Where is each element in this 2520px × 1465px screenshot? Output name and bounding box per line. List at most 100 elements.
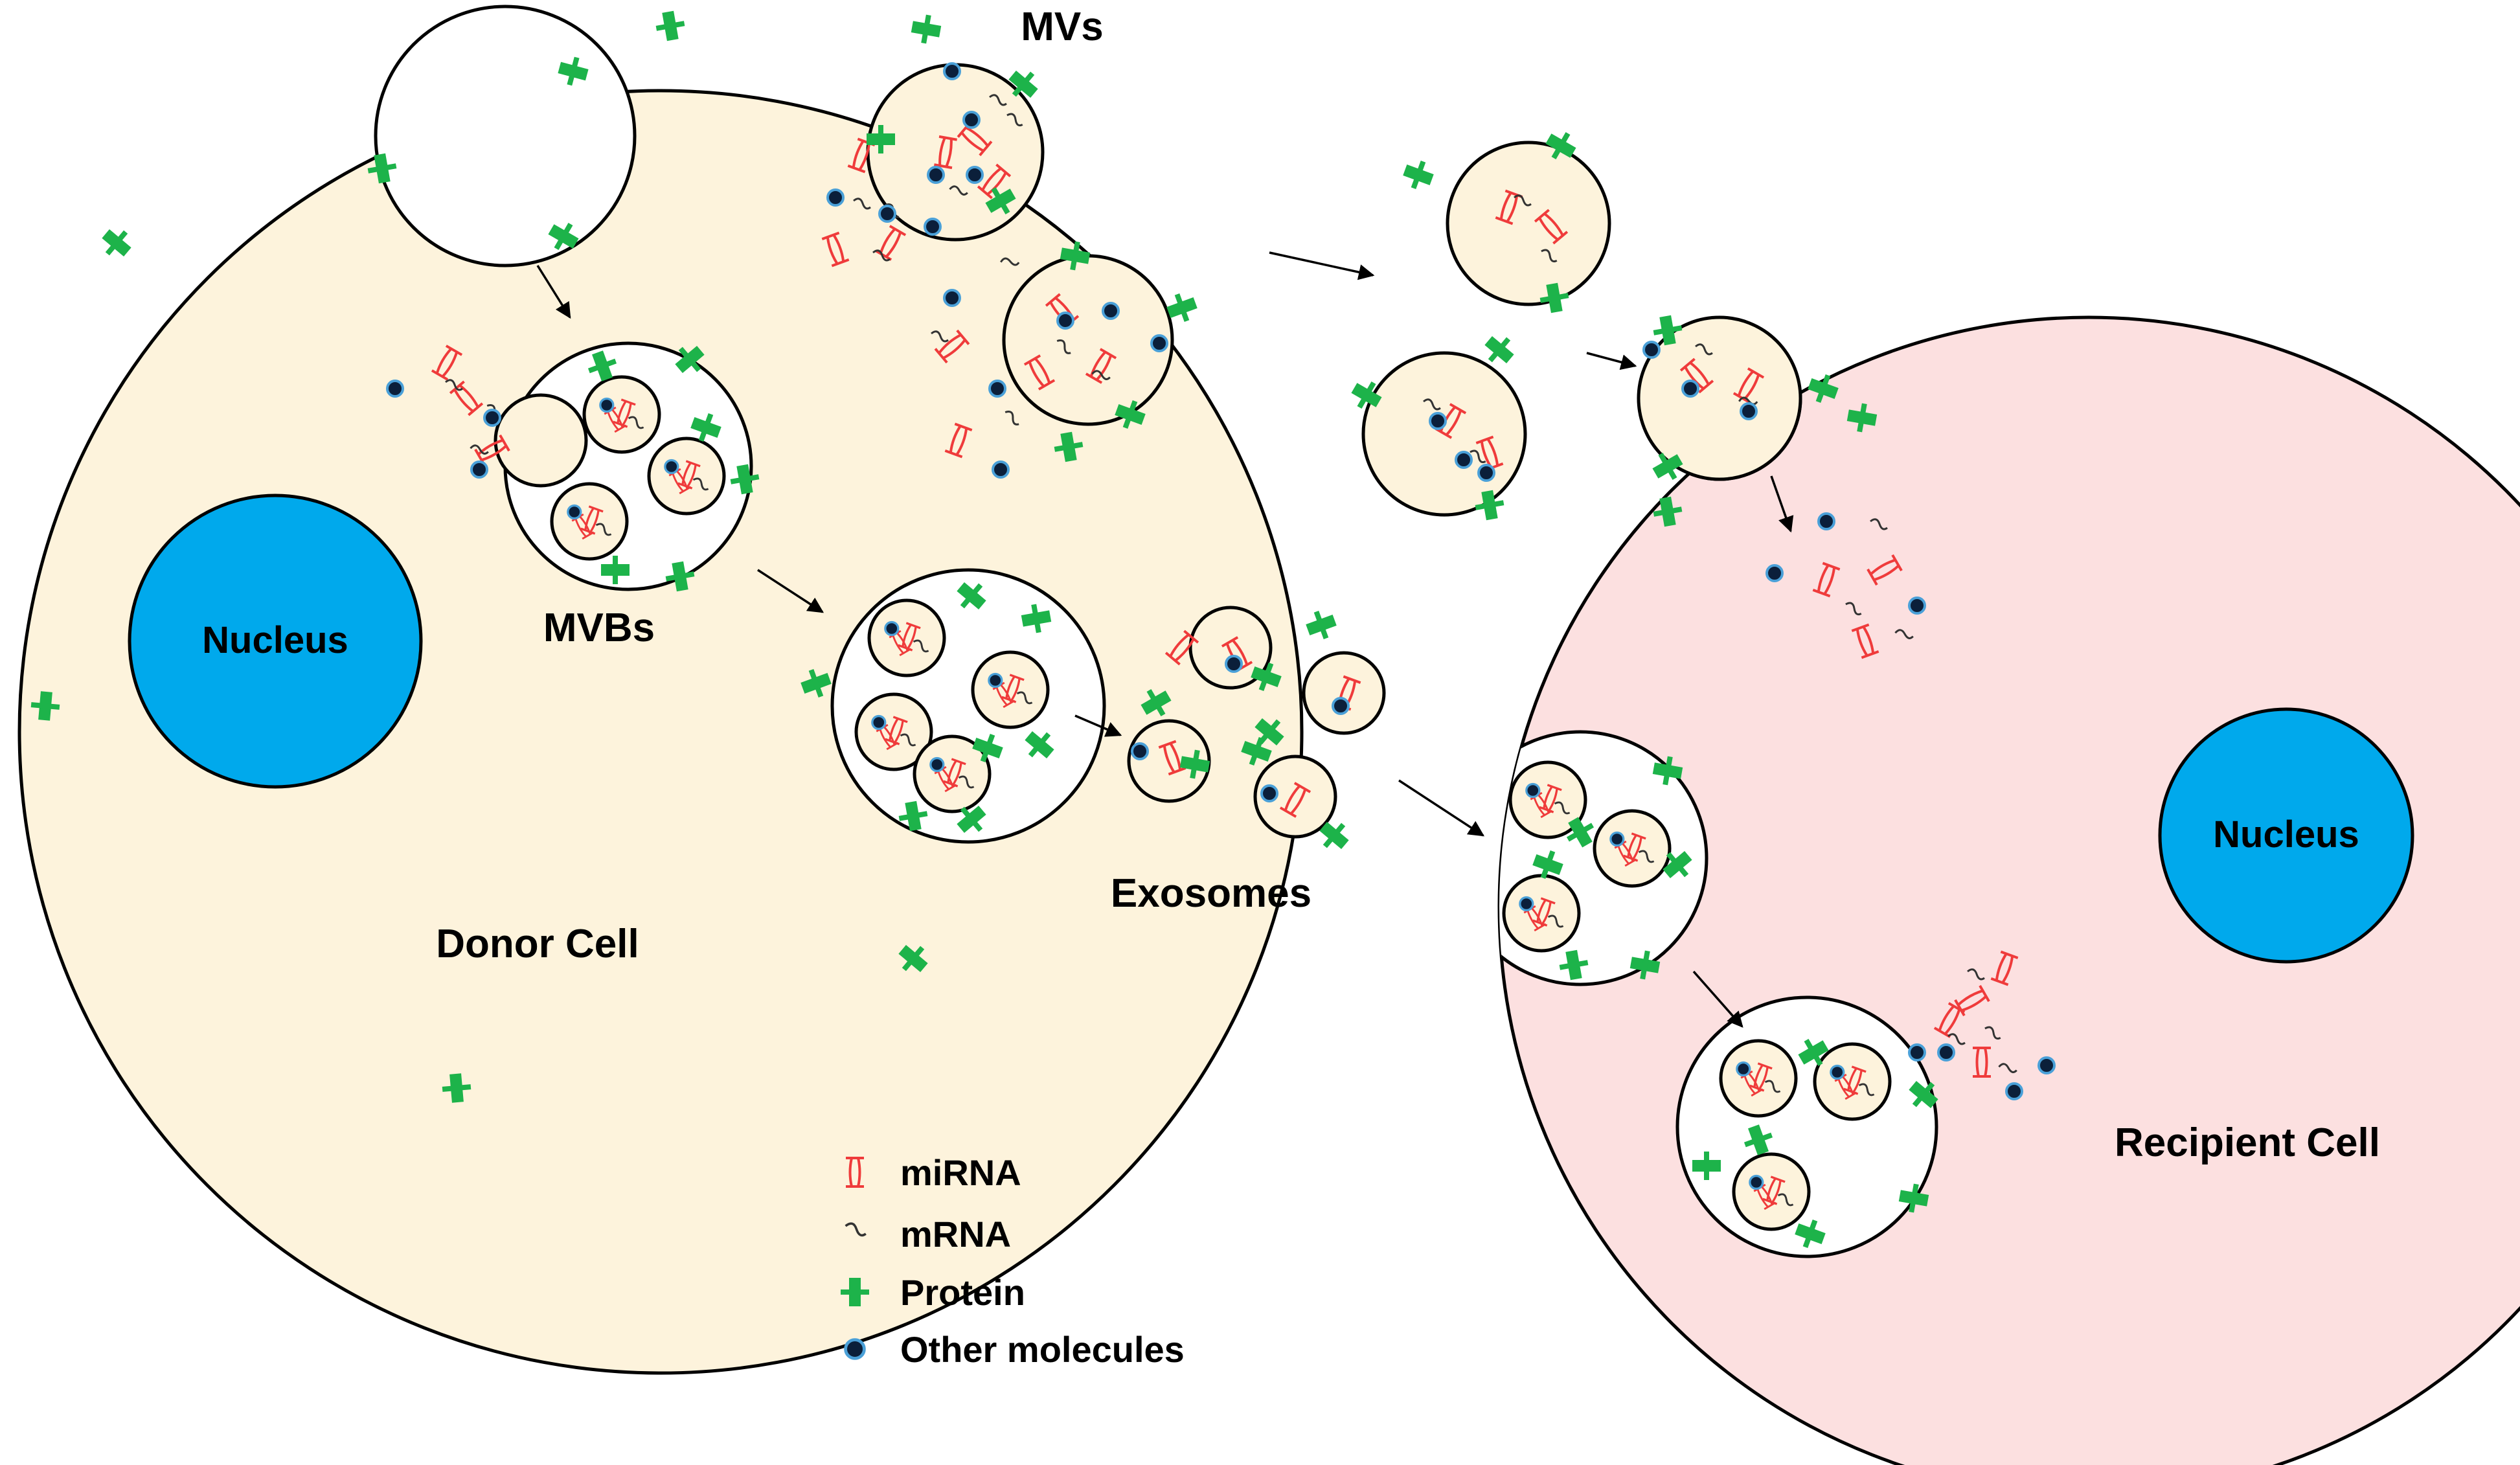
mirna-icon <box>1023 354 1056 391</box>
arrow-recipient-mvb <box>1692 970 1743 1028</box>
other-molecule-icon <box>599 397 615 413</box>
protein-icon <box>1692 1152 1721 1180</box>
mrna-icon <box>1738 396 1758 405</box>
other-molecule-icon <box>924 218 942 236</box>
other-molecule-icon <box>1477 464 1495 482</box>
legend-item-mirna: miRNA <box>846 1152 1021 1193</box>
mrna-icon <box>1967 968 1985 981</box>
other-molecule-icon <box>1102 302 1120 320</box>
protein-icon <box>1532 850 1563 880</box>
other-molecule-icon <box>1765 564 1784 582</box>
cargo-molecules <box>386 62 2056 1100</box>
mirna-icon <box>1435 403 1467 439</box>
protein-icon <box>841 1278 869 1306</box>
protein-icon <box>30 691 60 721</box>
other-molecule-icon <box>483 409 501 427</box>
intraluminal-vesicle <box>582 375 661 454</box>
mirna-icon <box>1539 784 1562 813</box>
mrna-icon <box>1894 629 1914 639</box>
mirna-icon <box>1158 740 1186 776</box>
mrna-icon <box>1000 257 1020 266</box>
protein-icon <box>1653 315 1683 346</box>
protein-icon <box>1798 1038 1829 1067</box>
intraluminal-vesicle <box>1508 760 1587 839</box>
arrow-exosome-uptake <box>1398 779 1485 837</box>
mirna-icon <box>957 122 993 157</box>
legend-item-other-molecules: Other molecules <box>844 1329 1185 1370</box>
mrna-icon <box>1091 370 1111 380</box>
mirna-icon <box>885 716 908 745</box>
mirna-icon <box>1762 1175 1786 1205</box>
mirna-icon <box>1851 623 1879 659</box>
other-molecule-icon <box>1519 896 1534 912</box>
mirna-icon <box>1623 832 1646 862</box>
mrna-icon <box>1845 602 1862 616</box>
protein-icon <box>1306 610 1337 640</box>
arrow-mvb-to-membrane <box>757 569 824 613</box>
mrna-icon <box>1056 339 1071 354</box>
other-molecule-icon <box>1225 655 1243 673</box>
recipient-nucleus-label: Nucleus <box>2213 813 2359 856</box>
protein-icon <box>548 222 579 251</box>
protein-icon <box>1484 335 1514 364</box>
protein-icon <box>1141 688 1172 717</box>
protein-icon <box>665 561 695 592</box>
arrow-exosome-release <box>1074 714 1122 737</box>
other-molecule-icon <box>962 111 981 129</box>
recipient-nucleus <box>2158 707 2414 964</box>
protein-icon <box>1179 749 1210 779</box>
intraluminal-vesicle <box>1813 1042 1892 1121</box>
recipient-cell-label: Recipient Cell <box>2115 1120 2380 1165</box>
mrna-icon <box>628 416 644 429</box>
other-molecule-icon <box>844 1338 866 1360</box>
donor-cell-label: Donor Cell <box>436 922 639 966</box>
intraluminal-vesicle <box>647 437 726 516</box>
mrna-icon <box>692 477 709 491</box>
free-mv-3 <box>1637 315 1802 481</box>
donor-endocytic-pit <box>374 5 637 267</box>
mrna-icon <box>1870 518 1888 530</box>
other-molecule-icon <box>1455 451 1473 469</box>
legend: miRNA mRNA Protein Other molecules <box>841 1152 1185 1370</box>
mirna-icon <box>934 329 970 364</box>
protein-icon <box>1652 756 1683 786</box>
mirna-icon <box>874 225 907 261</box>
legend-item-mrna: mRNA <box>845 1214 1011 1255</box>
arrow-mv-shedding <box>1269 251 1375 280</box>
other-molecule-icon <box>1740 402 1758 420</box>
protein-icon <box>1808 374 1839 403</box>
arrow-mv-cargo-release <box>1770 475 1794 533</box>
protein-icon <box>1566 817 1595 848</box>
protein-icon <box>898 944 928 973</box>
mrna-icon <box>900 733 916 747</box>
mirna-icon <box>1812 562 1841 598</box>
other-molecule-icon <box>1681 380 1699 398</box>
other-molecule-icon <box>1908 596 1926 615</box>
mrna-icon <box>872 249 891 262</box>
other-molecule-icon <box>1830 1064 1845 1080</box>
protein-icon <box>1166 293 1198 323</box>
other-molecule-icon <box>1429 412 1447 430</box>
mirna-icon <box>1495 189 1523 225</box>
mrna-icon <box>1947 1033 1966 1045</box>
mirna-icon <box>1279 782 1311 818</box>
protein-icon <box>957 805 986 834</box>
mirna-icon <box>934 135 957 170</box>
mirna-icon <box>580 505 604 535</box>
other-molecule-icon <box>943 289 961 307</box>
membrane-proteins <box>30 10 1938 1249</box>
protein-icon <box>1909 1080 1938 1109</box>
other-molecule-icon <box>1642 341 1661 359</box>
protein-icon <box>898 801 928 832</box>
mirna-icon <box>847 137 876 174</box>
exosomes-label: Exosomes <box>1111 871 1311 916</box>
intraluminal-vesicle <box>1719 1039 1798 1118</box>
protein-icon <box>730 464 760 495</box>
mrna-icon <box>845 1222 867 1237</box>
protein-icon <box>1351 381 1382 409</box>
mrna-icon <box>1514 194 1532 207</box>
intraluminal-vesicle <box>971 650 1050 729</box>
other-molecule-icon <box>966 166 984 184</box>
